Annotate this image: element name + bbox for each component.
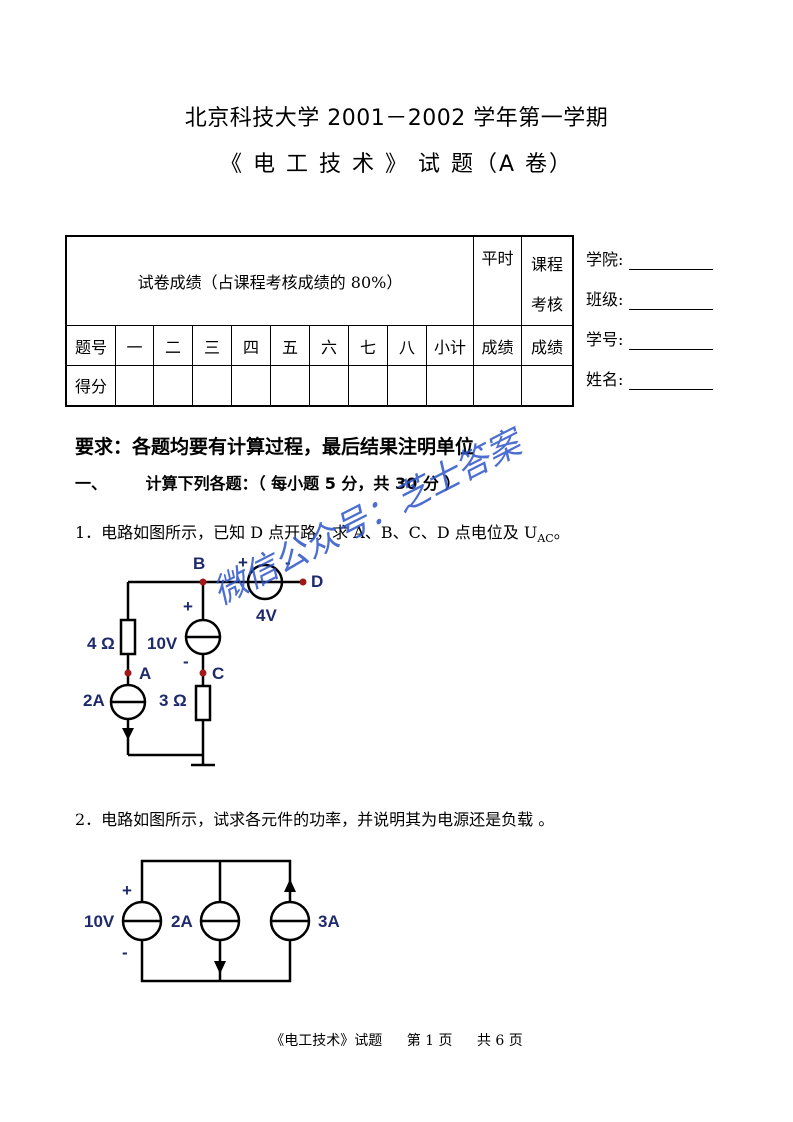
col-kaohe-label: 考核	[530, 295, 563, 314]
col-kecheng-label: 课程	[530, 255, 563, 274]
name-label: 姓名:	[586, 370, 624, 389]
section-1-heading: 一、 计算下列各题：（ 每小题 5 分，共 30 分 ）	[75, 470, 460, 494]
q-num: 七	[348, 325, 388, 366]
score-cell	[473, 365, 522, 406]
footer-total-pages: 共 6 页	[476, 1033, 523, 1049]
label-minus-mid: -	[183, 652, 189, 671]
field-student-id: 学号:	[586, 326, 714, 350]
score-cell	[115, 365, 154, 406]
score-cell	[192, 365, 232, 406]
q-num: 五	[270, 325, 310, 366]
question-1-body: 1．电路如图所示，已知 D 点开路，求 A、B、C、D 点电位及 U	[75, 523, 538, 542]
label-node-b: B	[193, 554, 205, 573]
label-2a: 2A	[83, 691, 105, 710]
circuit-diagram-2: 10V 2A 3A + -	[84, 859, 340, 983]
label-c2-minus: -	[122, 943, 128, 962]
exam-title-subject: 《 电 工 技 术 》 试 题（A 卷）	[220, 152, 573, 177]
col-kecheng: 课程 考核	[521, 235, 574, 326]
label-c2-10v: 10V	[84, 912, 115, 931]
row-label-defen: 得分	[65, 365, 116, 406]
q-num: 三	[192, 325, 232, 366]
score-cell	[387, 365, 427, 406]
circuit-diagram-1: B D A C 4 Ω 10V 2A 3 Ω 4V + - + -	[83, 553, 323, 767]
q-num: 四	[231, 325, 271, 366]
col-chengji-2: 成绩	[521, 325, 574, 366]
row-label-tihao: 题号	[65, 325, 116, 366]
label-10v: 10V	[147, 634, 178, 653]
score-cell	[153, 365, 193, 406]
score-cell	[231, 365, 271, 406]
col-pingshi: 平时	[473, 235, 522, 326]
exam-title-university: 北京科技大学 2001－2002 学年第一学期	[184, 106, 609, 131]
footer-page-number: 第 1 页	[406, 1033, 453, 1049]
node-d-dot	[299, 578, 307, 586]
section-1-number: 一、	[75, 474, 108, 493]
q-num: 一	[115, 325, 154, 366]
current-arrow-2a-icon	[214, 961, 226, 974]
score-cell	[521, 365, 574, 406]
q-num-subtotal: 小计	[426, 325, 474, 366]
label-node-a: A	[139, 664, 151, 683]
label-c2-3a: 3A	[318, 912, 340, 931]
section-1-text: 计算下列各题：（ 每小题 5 分，共 30 分 ）	[145, 474, 461, 493]
page-footer: 《电工技术》试题 第 1 页 共 6 页	[0, 1030, 793, 1050]
class-label: 班级:	[586, 290, 624, 309]
student-id-blank	[629, 335, 714, 350]
name-blank	[629, 375, 714, 390]
class-blank	[629, 295, 714, 310]
question-1-tail: 。	[553, 523, 570, 542]
label-4-ohm: 4 Ω	[87, 634, 115, 653]
score-cell	[348, 365, 388, 406]
requirement-text: 要求：各题均要有计算过程，最后结果注明单位	[75, 436, 475, 458]
score-cell	[270, 365, 310, 406]
current-arrow-3a-icon	[284, 879, 296, 892]
q-num: 六	[309, 325, 349, 366]
score-cell	[309, 365, 349, 406]
label-c2-2a: 2A	[171, 912, 193, 931]
label-minus-top: -	[285, 553, 291, 572]
score-table: 试卷成绩（占课程考核成绩的 80%） 平时 课程 考核 题号 一 二 三 四 五…	[65, 235, 574, 407]
label-plus-top: +	[238, 553, 248, 572]
question-1-text: 1．电路如图所示，已知 D 点开路，求 A、B、C、D 点电位及 UAC。	[75, 519, 570, 545]
question-2-text: 2．电路如图所示，试求各元件的功率，并说明其为电源还是负载 。	[75, 810, 555, 829]
label-node-d: D	[311, 572, 323, 591]
field-name: 姓名:	[586, 366, 714, 390]
col-chengji-1: 成绩	[473, 325, 522, 366]
score-cell	[426, 365, 474, 406]
label-plus-mid: +	[183, 597, 193, 616]
college-blank	[629, 255, 714, 270]
node-c-dot	[199, 669, 207, 677]
label-4v: 4V	[256, 606, 277, 625]
q-num: 二	[153, 325, 193, 366]
field-college: 学院:	[586, 246, 714, 270]
student-id-label: 学号:	[586, 330, 624, 349]
field-class: 班级:	[586, 286, 714, 310]
question-1-subscript: AC	[537, 532, 554, 546]
college-label: 学院:	[586, 250, 624, 269]
label-node-c: C	[212, 664, 224, 683]
q-num: 八	[387, 325, 427, 366]
current-arrow-icon	[122, 728, 134, 740]
footer-doc-title: 《电工技术》试题	[270, 1033, 383, 1049]
label-3-ohm: 3 Ω	[159, 691, 187, 710]
node-b-dot	[199, 578, 207, 586]
score-table-caption: 试卷成绩（占课程考核成绩的 80%）	[65, 235, 474, 326]
node-a-dot	[124, 669, 132, 677]
label-c2-plus: +	[122, 881, 132, 900]
